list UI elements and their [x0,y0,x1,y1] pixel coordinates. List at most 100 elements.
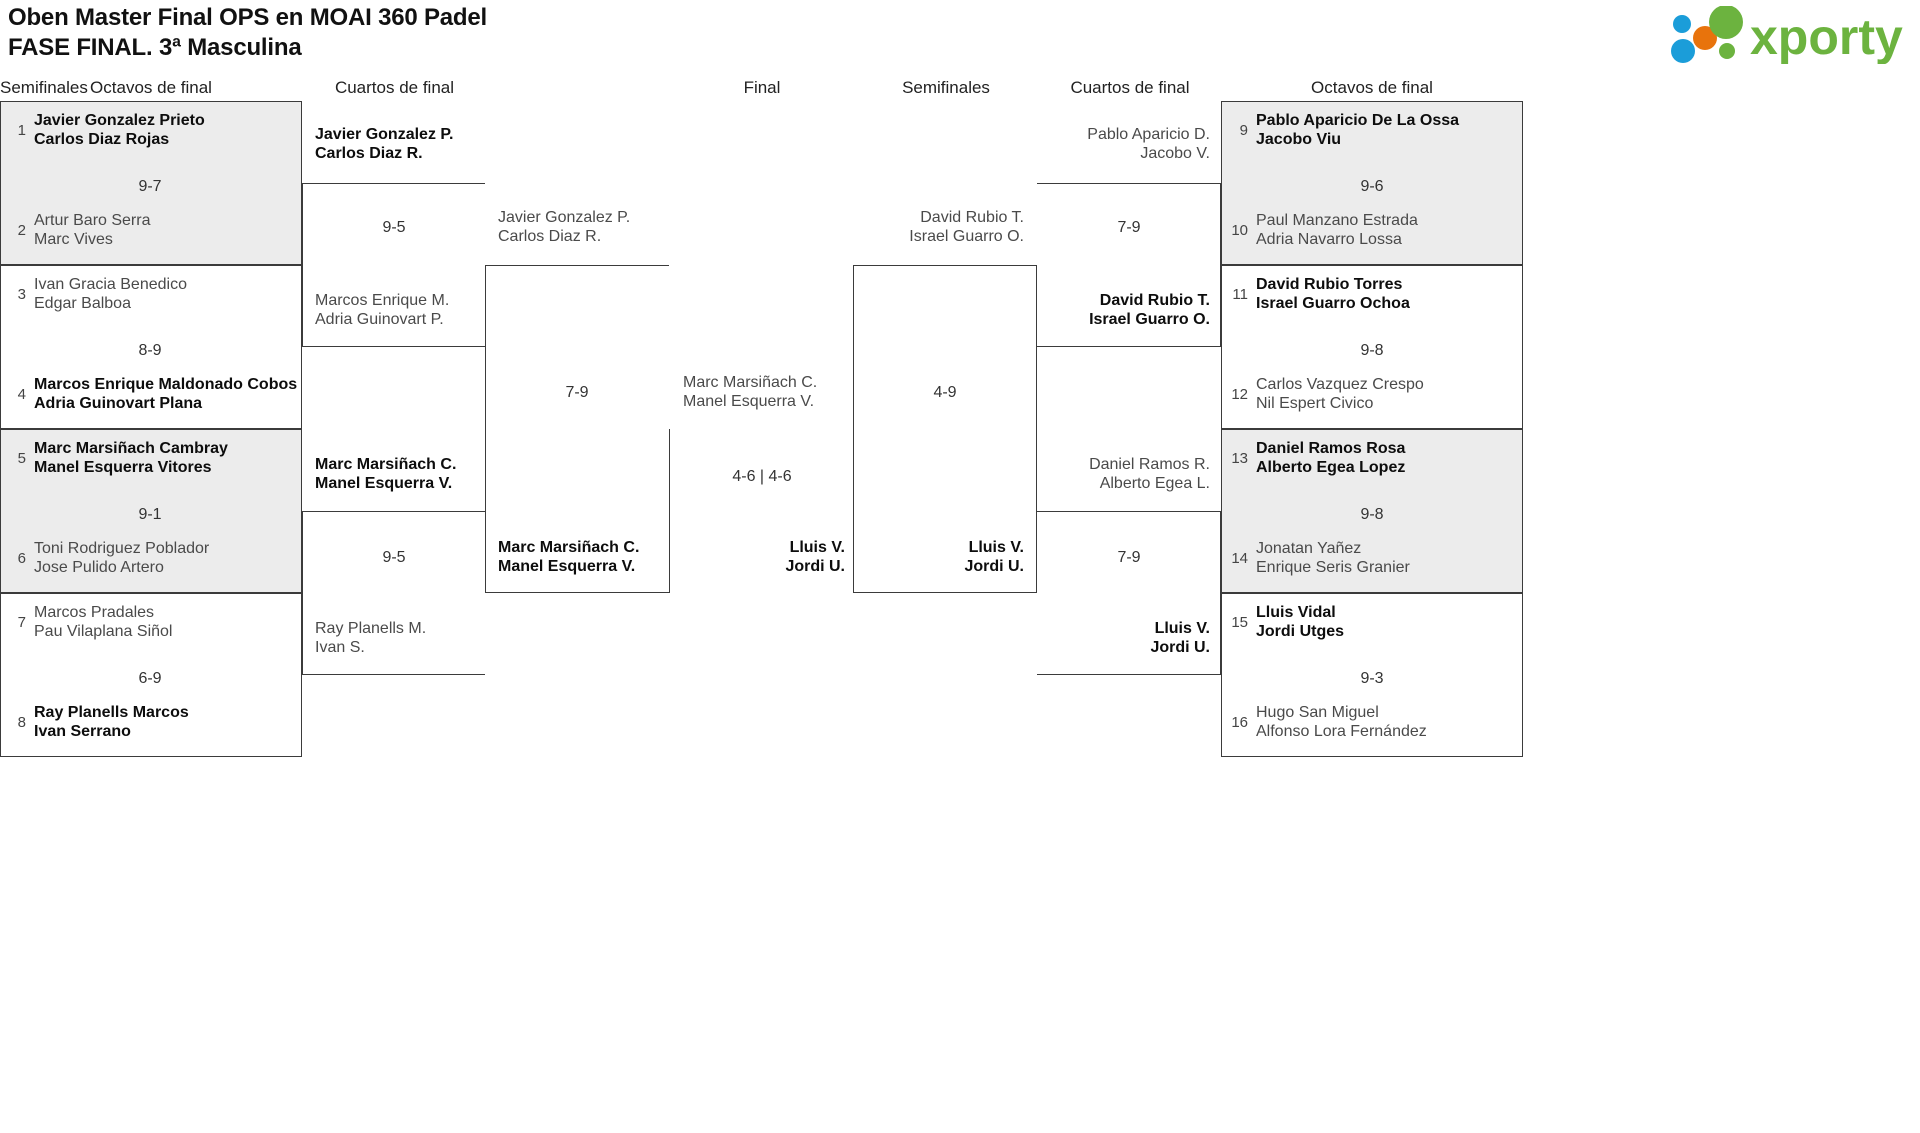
match-box-l1[interactable] [0,101,302,265]
team-names: Marc Marsiñach C.Manel Esquerra V. [683,374,818,411]
team-names: Ray Planells M.Ivan S. [315,620,427,657]
xporty-logo-mark: xporty [1671,6,1903,64]
connector-final-right [853,265,854,593]
team-names: Pablo Aparicio D.Jacobo V. [1087,126,1210,163]
team-names: Lluis V.Jordi U. [1150,620,1210,657]
match-box-r2[interactable] [1221,265,1523,429]
tournament-title: Oben Master Final OPS en MOAI 360 Padel [8,4,488,31]
connector-r-qf-1 [1037,183,1221,347]
score-l-qf-2: 9-5 [382,549,406,566]
team-names: Marc Marsiñach C.Manel Esquerra V. [498,539,640,576]
score-r-qf-1: 7-9 [1117,219,1141,236]
sf-entry-r1[interactable]: David Rubio T.Israel Guarro O. [854,208,1032,247]
seed-number: 1 [17,121,26,139]
score-l-r16-3: 9-1 [138,506,162,523]
score-r-sf: 4-9 [933,384,957,401]
match-box-l2[interactable] [0,265,302,429]
round-header-cuartos-right: Cuartos de final [1070,78,1190,97]
sf-entry-r2[interactable]: Lluis V.Jordi U. [854,538,1032,577]
team-names: Javier Gonzalez P.Carlos Diaz R. [498,209,631,246]
round-header-octavos-left: Octavos de final [90,78,212,97]
seed-number: 4 [17,385,26,403]
sf-entry-l2[interactable]: Marc Marsiñach C.Manel Esquerra V. [490,538,670,577]
sf-entry-l1[interactable]: Javier Gonzalez P.Carlos Diaz R. [490,208,670,247]
tournament-subtitle: FASE FINAL. 3ª Masculina [8,34,302,61]
qf-entry-r3[interactable]: Daniel Ramos R.Alberto Egea L. [1038,455,1218,494]
logo-wordmark: xporty [1750,9,1903,64]
seed-number: 14 [1231,549,1248,567]
team-names: David Rubio T.Israel Guarro O. [1089,292,1210,329]
xporty-logo[interactable]: xporty [1660,6,1910,64]
match-box-l3[interactable] [0,429,302,593]
score-r-r16-1: 9-6 [1360,178,1384,195]
qf-entry-l4[interactable]: Ray Planells M.Ivan S. [307,619,487,658]
logo-dot-green-large [1709,6,1743,39]
qf-entry-l3[interactable]: Marc Marsiñach C.Manel Esquerra V. [307,455,487,494]
logo-dot-orange [1693,26,1717,50]
score-final: 4-6 | 4-6 [732,468,792,485]
seed-number: 2 [17,221,26,239]
match-box-r1[interactable] [1221,101,1523,265]
round-header-semifinales-left: Semifinales [0,78,88,97]
score-l-qf-1: 9-5 [382,219,406,236]
final-entry-top[interactable]: Marc Marsiñach C.Manel Esquerra V. [675,373,853,412]
logo-dot-blue-small [1673,15,1691,33]
seed-number: 3 [17,285,26,303]
seed-number: 11 [1232,285,1248,303]
team-names: Lluis V.Jordi U. [964,539,1024,576]
match-box-l4[interactable] [0,593,302,757]
logo-dot-green-small [1719,43,1735,59]
seed-number: 7 [17,613,26,631]
round-header-cuartos-left: Cuartos de final [334,78,455,97]
score-r-r16-4: 9-3 [1360,670,1384,687]
match-box-r4[interactable] [1221,593,1523,757]
seed-number: 5 [17,449,26,467]
qf-entry-l1[interactable]: Javier Gonzalez P.Carlos Diaz R. [307,125,487,164]
connector-l-sf [485,265,669,593]
qf-entry-r1[interactable]: Pablo Aparicio D.Jacobo V. [1038,125,1218,164]
final-entry-bottom[interactable]: Lluis V.Jordi U. [675,538,853,577]
seed-number: 10 [1231,221,1248,239]
team-names: Marcos Enrique M.Adria Guinovart P. [315,292,450,329]
team-names: Javier Gonzalez P.Carlos Diaz R. [315,126,454,163]
seed-number: 15 [1231,613,1248,631]
match-box-r3[interactable] [1221,429,1523,593]
score-r-qf-2: 7-9 [1117,549,1141,566]
team-names: Lluis V.Jordi U. [785,539,845,576]
team-names: Marc Marsiñach C.Manel Esquerra V. [315,456,457,493]
qf-entry-r2[interactable]: David Rubio T.Israel Guarro O. [1038,291,1218,330]
seed-number: 16 [1231,713,1248,731]
qf-entry-r4[interactable]: Lluis V.Jordi U. [1038,619,1218,658]
seed-number: 12 [1231,385,1248,403]
qf-entry-l2[interactable]: Marcos Enrique M.Adria Guinovart P. [307,291,487,330]
